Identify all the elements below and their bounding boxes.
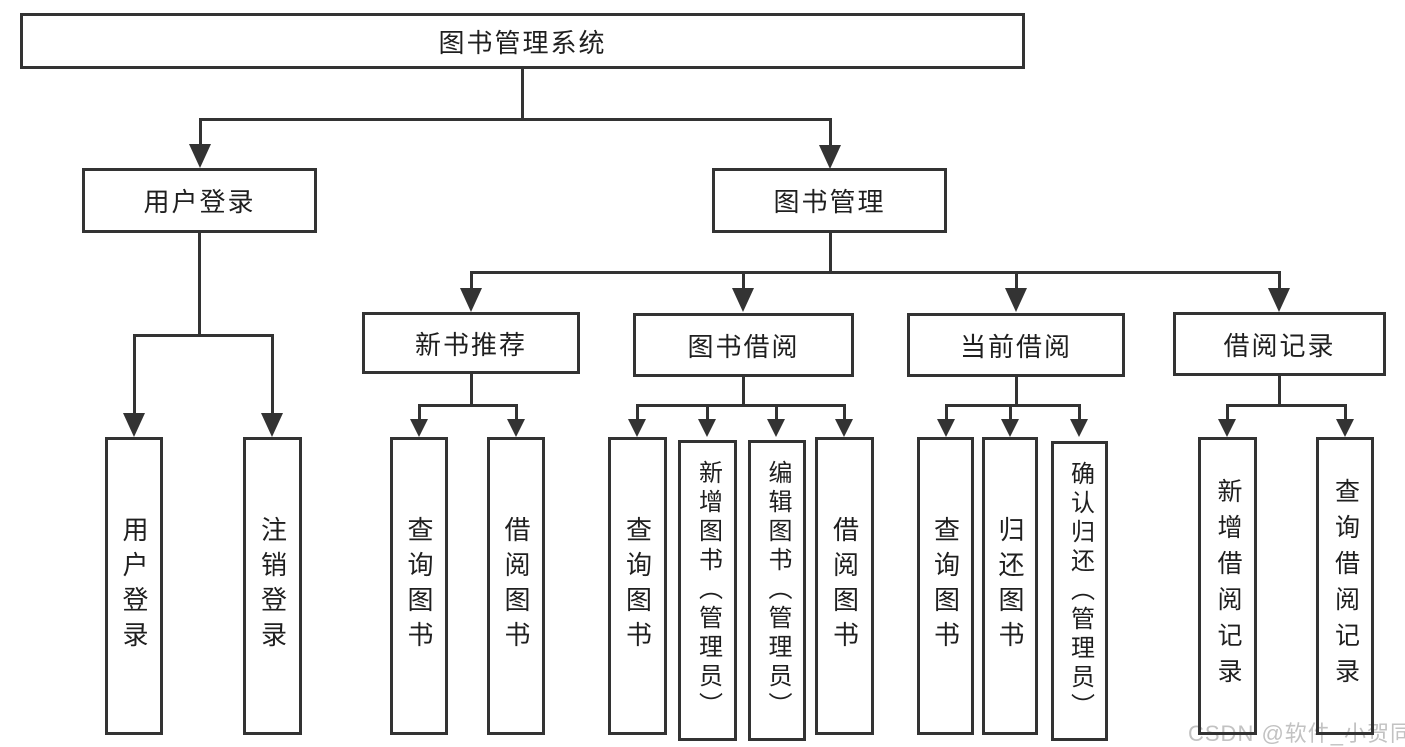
connector-current-leaf3-line xyxy=(1078,404,1081,421)
arrow-borrow-leaf4-icon xyxy=(835,419,853,437)
connector-borrow-leaf3-line xyxy=(775,404,778,421)
arrow-current-leaf1-icon xyxy=(937,419,955,437)
leaf-borrow-borrow-books: 借阅图书 xyxy=(815,437,874,735)
connector-current-leaf2-line xyxy=(1009,404,1012,421)
node-current-borrow: 当前借阅 xyxy=(907,313,1125,377)
connector-records-hline xyxy=(1226,404,1346,407)
arrow-current-leaf3-icon xyxy=(1070,419,1088,437)
connector-newbook-stem xyxy=(470,374,473,407)
connector-newbook-leaf2-line xyxy=(515,404,518,421)
connector-to-user-login-line xyxy=(199,118,202,146)
leaf-borrow-edit-books-admin: 编辑图书（管理员） xyxy=(748,440,806,741)
node-book-management: 图书管理 xyxy=(712,168,947,233)
connector-level1-hline xyxy=(199,118,832,121)
connector-current-stem xyxy=(1015,376,1018,407)
arrow-newbook-leaf1-icon xyxy=(410,419,428,437)
connector-to-borrow-line xyxy=(742,271,745,290)
connector-to-records-line xyxy=(1278,271,1281,290)
connector-newbook-leaf1-line xyxy=(418,404,421,421)
arrow-to-user-login-icon xyxy=(189,144,211,168)
leaf-user-login: 用户登录 xyxy=(105,437,163,735)
connector-newbook-hline xyxy=(418,404,518,407)
leaf-newbook-query-books: 查询图书 xyxy=(390,437,448,735)
leaf-current-return-books: 归还图书 xyxy=(982,437,1038,735)
arrow-to-leaf-user-login-icon xyxy=(123,413,145,437)
connector-records-stem xyxy=(1278,376,1281,407)
leaf-current-confirm-return-admin: 确认归还（管理员） xyxy=(1051,441,1108,741)
connector-borrow-leaf1-line xyxy=(636,404,639,421)
leaf-records-add-record: 新增借阅记录 xyxy=(1198,437,1257,735)
connector-to-leaf-user-login-line xyxy=(133,334,136,415)
arrow-to-borrow-icon xyxy=(732,288,754,312)
arrow-to-book-management-icon xyxy=(819,145,841,169)
connector-level2-hline xyxy=(470,271,1281,274)
node-book-borrow: 图书借阅 xyxy=(633,313,854,377)
arrow-borrow-leaf1-icon xyxy=(628,419,646,437)
connector-borrow-leaf4-line xyxy=(843,404,846,421)
connector-to-current-line xyxy=(1015,271,1018,290)
arrow-records-leaf2-icon xyxy=(1336,419,1354,437)
leaf-borrow-add-books-admin: 新增图书（管理员） xyxy=(678,440,737,741)
connector-mgmt-stem xyxy=(829,233,832,274)
node-new-book-recommend: 新书推荐 xyxy=(362,312,580,374)
arrow-to-leaf-logout-icon xyxy=(261,413,283,437)
connector-current-leaf1-line xyxy=(945,404,948,421)
connector-to-book-management-line xyxy=(829,118,832,146)
arrow-borrow-leaf3-icon xyxy=(767,419,785,437)
connector-login-stem xyxy=(198,233,201,336)
node-user-login: 用户登录 xyxy=(82,168,317,233)
connector-login-hline xyxy=(133,334,274,337)
connector-to-leaf-logout-line xyxy=(271,334,274,415)
arrow-records-leaf1-icon xyxy=(1218,419,1236,437)
connector-borrow-stem xyxy=(742,376,745,407)
arrow-newbook-leaf2-icon xyxy=(507,419,525,437)
arrow-to-records-icon xyxy=(1268,288,1290,312)
connector-borrow-hline xyxy=(636,404,845,407)
arrow-borrow-leaf2-icon xyxy=(698,419,716,437)
arrow-to-newbook-icon xyxy=(460,288,482,312)
leaf-records-query-record: 查询借阅记录 xyxy=(1316,437,1374,735)
leaf-borrow-query-books: 查询图书 xyxy=(608,437,667,735)
arrow-current-leaf2-icon xyxy=(1001,419,1019,437)
node-borrow-records: 借阅记录 xyxy=(1173,312,1386,376)
connector-borrow-leaf2-line xyxy=(706,404,709,421)
connector-records-leaf1-line xyxy=(1226,404,1229,421)
connector-to-newbook-line xyxy=(470,271,473,290)
leaf-current-query-books: 查询图书 xyxy=(917,437,974,735)
leaf-logout: 注销登录 xyxy=(243,437,302,735)
node-root: 图书管理系统 xyxy=(20,13,1025,69)
arrow-to-current-icon xyxy=(1005,288,1027,312)
connector-current-hline xyxy=(945,404,1080,407)
connector-records-leaf2-line xyxy=(1344,404,1347,421)
connector-root-stem xyxy=(521,66,524,120)
leaf-newbook-borrow-books: 借阅图书 xyxy=(487,437,545,735)
